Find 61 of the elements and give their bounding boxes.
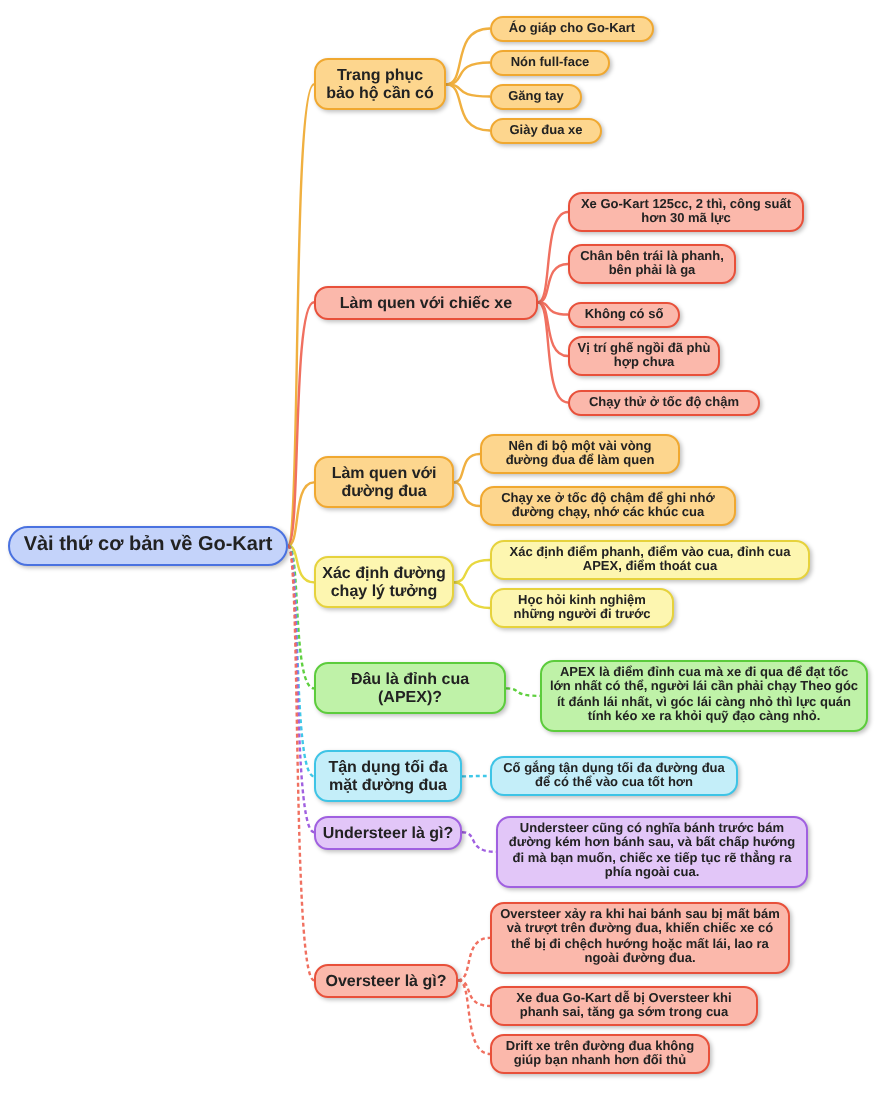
connector-line [453,452,481,484]
connector-line [461,831,497,854]
connector-line [457,936,491,982]
topic-text: Làm quen với chiếc xe [339,293,513,312]
topic-box [480,433,680,475]
connector-line [537,301,569,358]
topic-box [314,285,538,320]
connector-line [537,210,569,304]
topic-box [568,301,680,328]
topic-box [490,83,582,110]
topic-text: Vài thứ cơ bản về Go-Kart [23,534,273,557]
topic-box [490,49,610,76]
connector-line [287,481,315,547]
connector-line [457,979,491,1056]
topic-box [314,456,454,509]
connector-line [445,61,491,86]
connector-line [462,774,490,778]
connector-line [286,301,315,547]
connector-line [445,83,491,98]
root-topic-box [8,526,288,565]
topic-box [568,243,736,285]
topic-box [314,58,446,111]
connector-line [286,545,316,981]
connector-line [445,83,491,132]
topic-box [490,587,674,629]
topic-text: Oversteer là gì? [325,971,447,990]
connector-line [505,687,541,698]
topic-box [568,191,804,233]
topic-box [314,662,506,715]
topic-box [480,485,736,527]
topic-box [314,750,462,803]
connector-line [537,262,569,304]
connector-line [286,544,315,833]
connector-line [445,27,491,86]
topic-box [490,15,654,42]
connector-line [287,544,315,690]
connector-line [537,301,569,316]
topic-box [490,985,758,1027]
topic-text: Tận dụng tối đa mặt đường đua [326,758,450,795]
connector-line [286,83,316,546]
topic-box [314,556,454,609]
topic-box [490,117,602,144]
connector-line [453,581,491,610]
topic-box [568,389,760,416]
connector-line [453,558,491,584]
topic-text: Làm quen với đường đua [329,464,439,501]
topic-box [496,816,808,888]
topic-box [314,815,462,850]
topic-text: Xác định đường chạy lý tưởng [322,564,446,601]
topic-text: Đâu là đỉnh cua (APEX)? [348,670,472,707]
topic-box [314,963,458,998]
connector-line [287,544,315,584]
topic-text: Understeer là gì? [322,823,454,842]
connector-line [457,979,491,1008]
topic-box [490,755,738,797]
topic-box [568,335,720,377]
connector-line [537,301,569,404]
topic-box [490,539,810,581]
topic-box [490,1033,710,1075]
connector-line [453,481,481,508]
topic-text: Trang phục bảo hộ cần có [324,66,436,103]
